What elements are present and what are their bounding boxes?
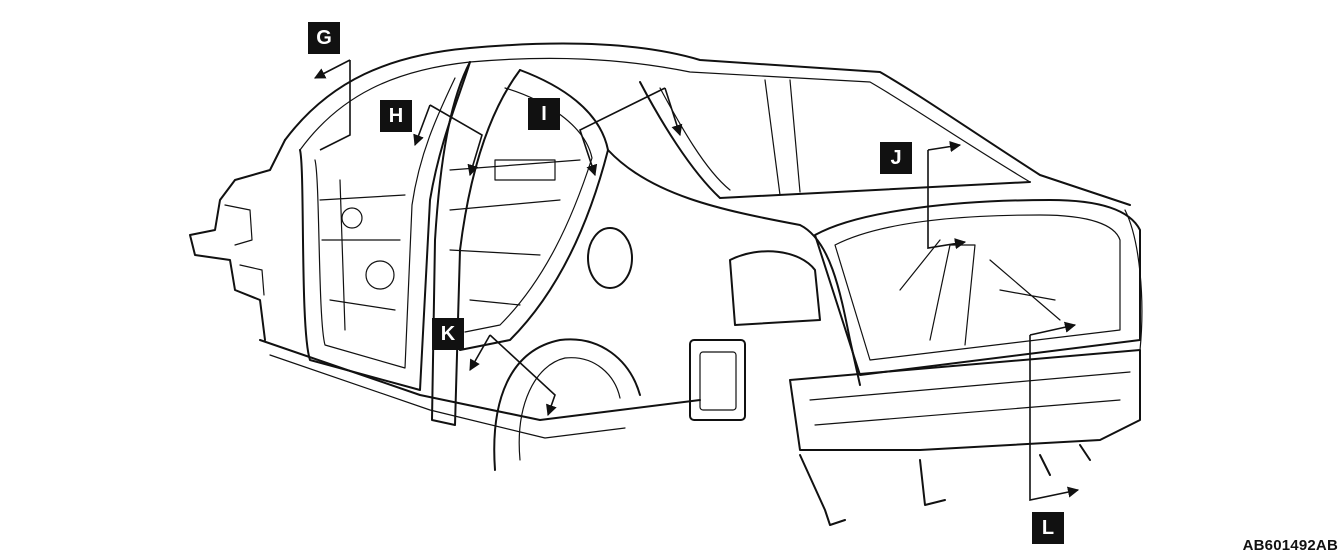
left-lamp-pocket-inner <box>699 351 737 411</box>
rear-panel-inner <box>809 371 1131 426</box>
floor-detail-front <box>319 179 406 331</box>
leader-g <box>315 59 351 151</box>
c-pillar-inner <box>659 87 731 191</box>
rear-seat-bracket <box>494 159 556 181</box>
leader-j-2 <box>927 150 967 250</box>
roof-inner-line <box>299 57 1031 183</box>
left-taillamp-opening <box>729 250 821 326</box>
rear-lower-apron <box>799 444 1091 526</box>
callout-g: G <box>308 22 340 54</box>
floor-hole-2 <box>365 260 395 290</box>
trunk-floor-rib <box>899 239 1061 346</box>
callout-i: I <box>528 98 560 130</box>
front-structure-detail <box>224 204 265 296</box>
callout-l: L <box>1032 512 1064 544</box>
leader-l-2 <box>1029 335 1080 501</box>
roof-outline <box>284 42 1131 206</box>
leader-j-1 <box>927 141 962 153</box>
floor-hole-1 <box>341 207 363 229</box>
rear-side-member <box>1124 209 1143 351</box>
rear-wheel-arch-inner <box>518 357 621 461</box>
front-structure <box>189 139 286 341</box>
rear-wheel-arch <box>493 338 641 471</box>
callout-k: K <box>432 318 464 350</box>
trunk-opening <box>814 199 1141 376</box>
callout-h: H <box>380 100 412 132</box>
b-pillar <box>431 61 521 426</box>
callout-j: J <box>880 142 912 174</box>
front-door-inner <box>314 77 456 369</box>
rear-window-divider <box>764 79 801 196</box>
leader-k-1 <box>469 334 491 371</box>
rocker-lower <box>269 354 626 439</box>
c-pillar <box>639 81 1031 199</box>
leader-i-1 <box>579 87 666 177</box>
rear-door-opening <box>459 69 609 351</box>
fuel-filler-door <box>587 227 633 289</box>
trunk-opening-inner <box>834 214 1121 361</box>
leader-i-2 <box>664 87 683 137</box>
leader-l-1 <box>1029 321 1077 336</box>
floor-detail-rear <box>449 159 581 306</box>
quarter-panel <box>607 149 861 386</box>
rocker-sill <box>259 339 701 421</box>
leader-k-2 <box>489 334 557 417</box>
rear-panel <box>789 349 1141 451</box>
leader-h-2 <box>429 104 483 177</box>
left-lamp-pocket <box>689 339 746 421</box>
front-door-opening <box>299 61 471 391</box>
figure-id-label: AB601492AB <box>1242 537 1338 554</box>
leader-h-1 <box>413 104 431 147</box>
